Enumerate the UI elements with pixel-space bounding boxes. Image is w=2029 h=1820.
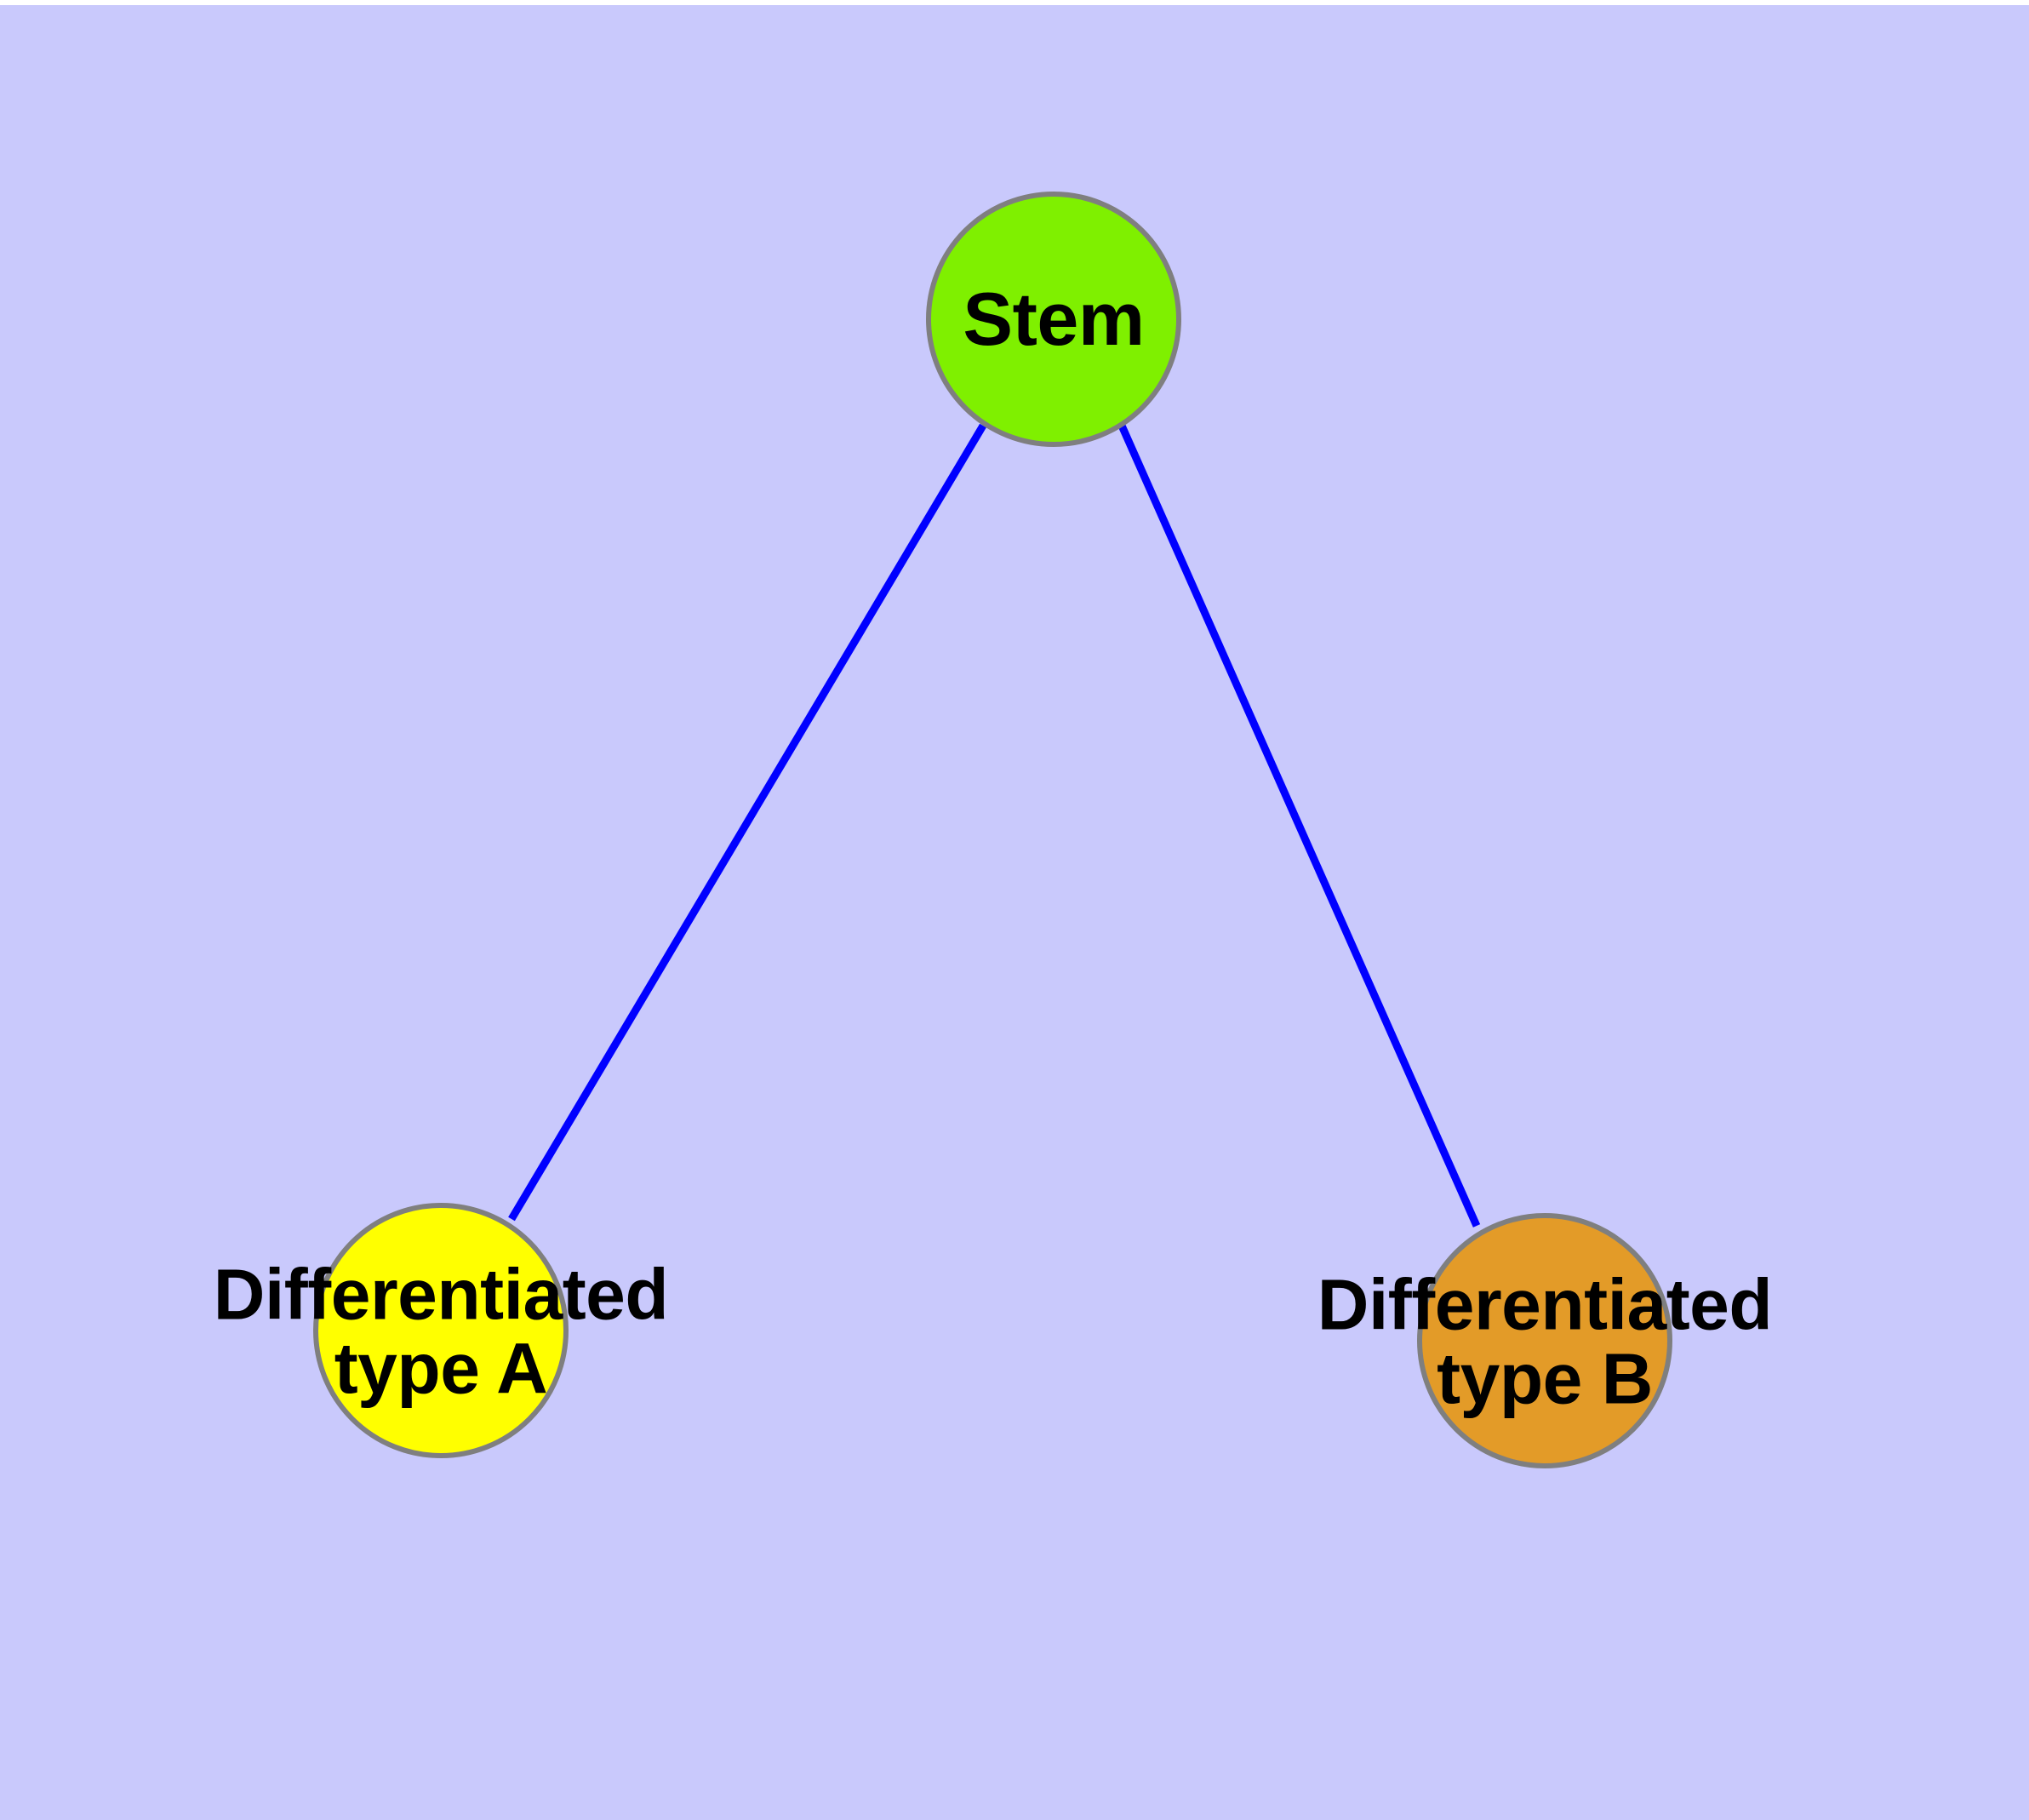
node-stem-circle[interactable] [926, 192, 1181, 447]
edge-stem-to-differentiated-type-a [508, 423, 986, 1222]
edge-stem-to-differentiated-type-b [1117, 424, 1481, 1228]
node-differentiated-type-b-circle[interactable] [1417, 1213, 1672, 1468]
node-differentiated-type-a-circle[interactable] [313, 1203, 569, 1458]
